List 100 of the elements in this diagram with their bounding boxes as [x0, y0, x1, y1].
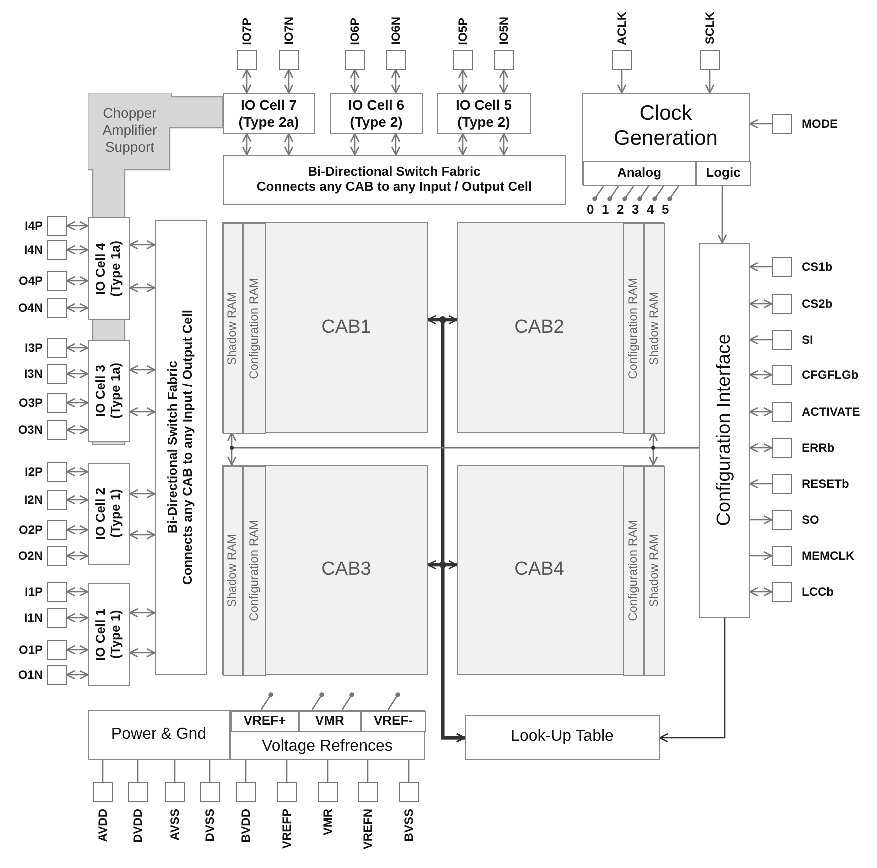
power-block: [88, 710, 230, 760]
pin-pad: [47, 364, 67, 384]
pin-label: O1P: [18, 643, 43, 657]
arrow: [648, 447, 699, 466]
double-arrow: [66, 343, 89, 353]
double-arrow: [129, 240, 156, 250]
pin-label: I4P: [24, 219, 43, 233]
connector-line: [174, 760, 176, 782]
double-arrow: [66, 467, 89, 477]
double-arrow: [284, 133, 294, 156]
pin-label: CS1b: [802, 260, 833, 274]
ram-strip: [644, 223, 665, 434]
arrow: [705, 70, 715, 94]
block-label: Analog: [617, 166, 662, 181]
pin-label: AVSS: [168, 809, 182, 841]
pin-label: ERRb: [802, 441, 835, 455]
pin-label: SI: [802, 333, 814, 347]
pin-pad: [772, 330, 792, 350]
signal-stub: [652, 184, 665, 202]
block-label: IO Cell 7 (Type 2a): [238, 97, 300, 130]
io-cell-box: [437, 93, 531, 134]
double-arrow: [129, 407, 156, 417]
block-label: Voltage Refrences: [262, 738, 393, 756]
pin-pad: [47, 640, 67, 660]
signal-stub: [342, 692, 354, 710]
double-arrow: [66, 425, 89, 435]
pin-label: O2P: [18, 523, 43, 537]
block-label: VREF-: [374, 714, 413, 729]
pin-label: IO7N: [282, 16, 296, 45]
pin-label: O4P: [18, 274, 43, 288]
double-arrow: [129, 489, 156, 499]
pin-label: DVSS: [203, 809, 217, 842]
block-label: Configuration RAM: [248, 520, 262, 622]
pin-label: RESETb: [802, 477, 850, 491]
ram-strip: [223, 223, 243, 434]
block-label: Shadow RAM: [648, 534, 662, 608]
double-arrow: [66, 587, 89, 597]
pin-pad: [93, 782, 113, 802]
connector-line: [245, 760, 247, 782]
pin-label: BVSS: [402, 809, 416, 842]
section-box: [583, 161, 696, 186]
arrow: [617, 70, 627, 94]
block-label: Configuration RAM: [626, 278, 640, 380]
arrow: [749, 119, 772, 129]
pin-pad: [47, 393, 67, 413]
block-label: Look-Up Table: [511, 728, 614, 747]
pin-pad: [165, 782, 185, 802]
ram-strip: [623, 466, 644, 676]
pin-pad: [47, 490, 67, 510]
pin-pad: [772, 510, 792, 530]
connector-line: [137, 760, 139, 782]
block-label: CAB1: [322, 316, 372, 338]
output-number: 1: [602, 203, 610, 217]
connector-line: [327, 760, 329, 782]
pin-pad: [47, 338, 67, 358]
io-cell-box: [88, 583, 130, 686]
double-arrow: [749, 587, 773, 597]
double-arrow: [66, 670, 89, 680]
signal-stub: [638, 184, 650, 202]
pin-label: CFGFLGb: [802, 368, 859, 382]
double-arrow: [129, 283, 156, 293]
block-label: IO Cell 3 (Type 1a): [94, 362, 124, 422]
pin-label: I2N: [24, 493, 43, 507]
pin-pad: [772, 402, 792, 422]
double-arrow: [66, 398, 89, 408]
pin-label: IO6N: [389, 16, 403, 45]
reference-block: [230, 710, 425, 760]
signal-stub: [592, 184, 605, 202]
signal-stub: [312, 692, 324, 710]
pin-pad: [772, 546, 792, 566]
pin-label: ACLK: [615, 12, 629, 45]
io-cell-box: [88, 463, 130, 565]
section-box: [231, 711, 299, 732]
ram-strip: [243, 466, 266, 676]
block-label: Configuration RAM: [248, 278, 262, 380]
pin-pad: [345, 50, 365, 70]
double-arrow: [458, 133, 468, 156]
pin-pad: [47, 520, 67, 540]
block-label: IO Cell 5 (Type 2): [454, 97, 514, 130]
ram-strip: [623, 223, 644, 434]
ram-strip: [223, 466, 243, 676]
pin-pad: [318, 782, 338, 802]
connector-line: [367, 760, 369, 782]
arrow: [750, 551, 773, 561]
pin-label: CS2b: [802, 297, 833, 311]
pin-label: I1P: [24, 585, 43, 599]
signal-stub: [668, 184, 680, 202]
block-label: Shadow RAM: [648, 292, 662, 366]
double-arrow: [66, 645, 89, 655]
output-number: 2: [617, 203, 624, 217]
pin-label: I4N: [24, 243, 43, 257]
pin-pad: [772, 365, 792, 385]
interface-box: [699, 243, 750, 618]
pin-label: LCCb: [802, 585, 834, 599]
signal-stub: [388, 692, 400, 710]
pin-label: SO: [802, 513, 820, 527]
pin-pad: [700, 50, 720, 70]
pin-pad: [200, 782, 220, 802]
arrow: [659, 618, 726, 743]
pin-pad: [772, 257, 792, 277]
